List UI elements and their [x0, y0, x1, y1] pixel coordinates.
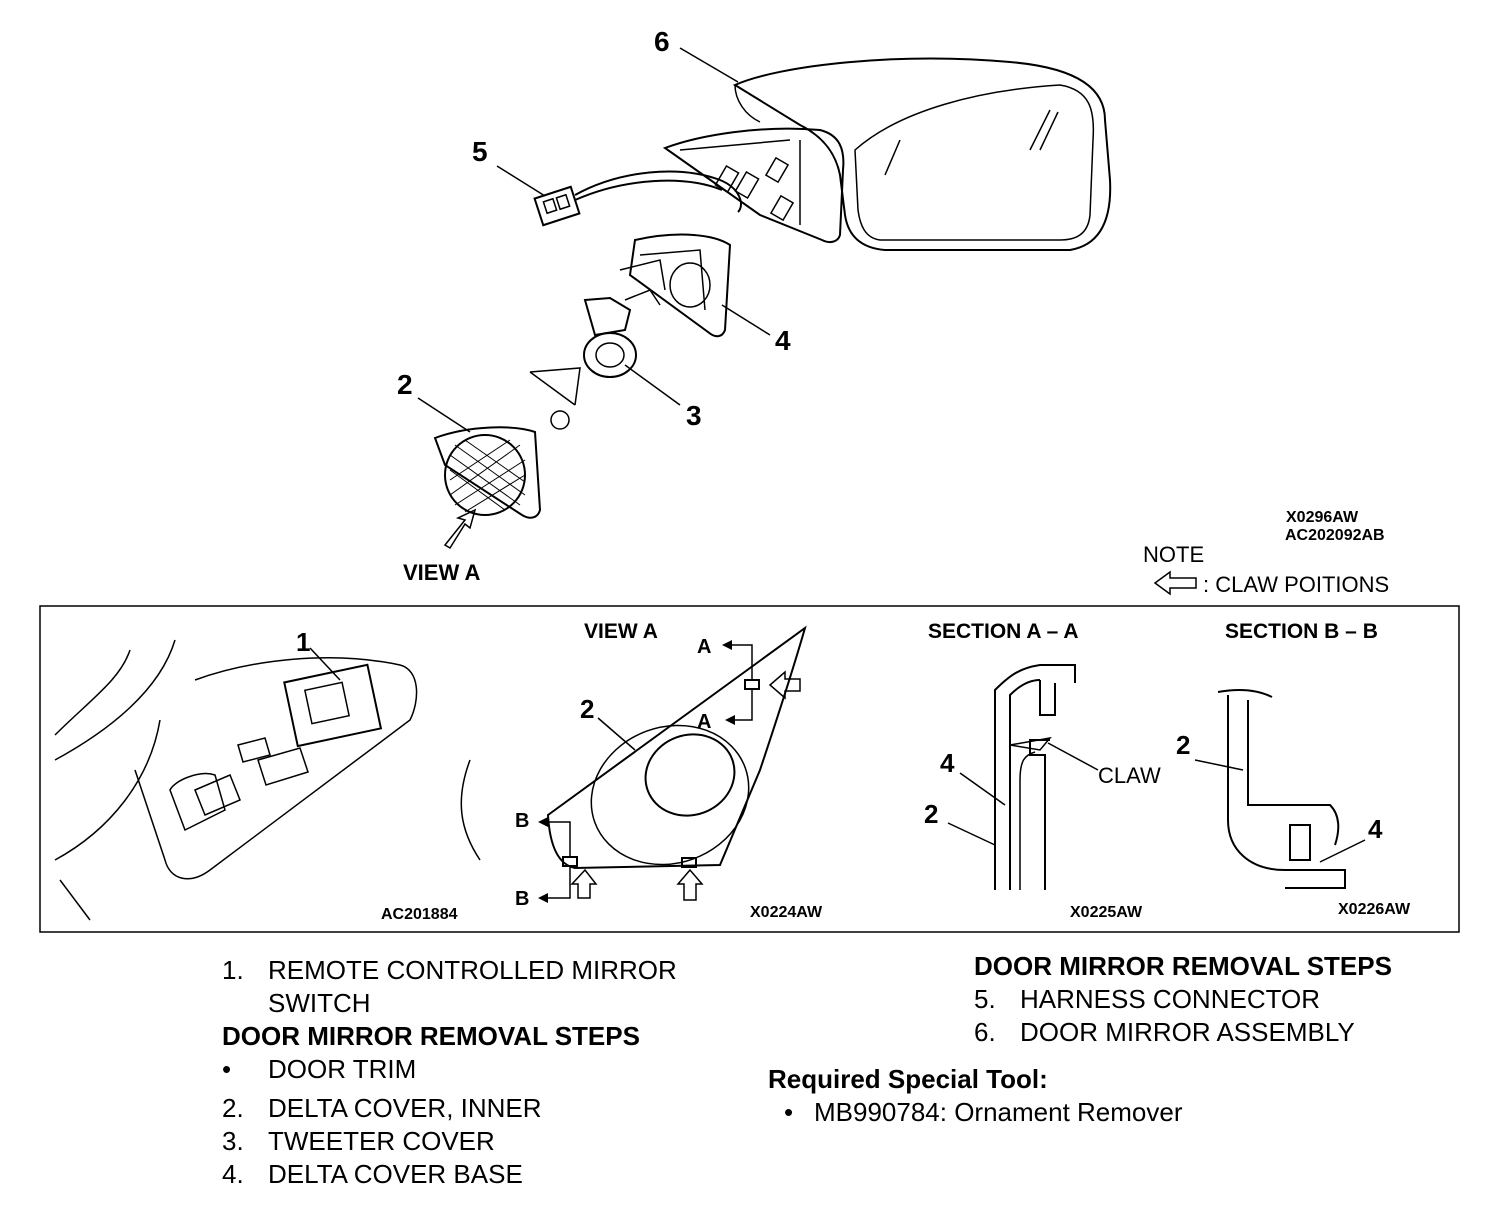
callout-6: 6: [654, 26, 670, 57]
legend-item-5: 5. HARNESS CONNECTOR: [974, 983, 1392, 1016]
callout-4: 4: [775, 325, 791, 356]
harness-connector: [533, 170, 742, 227]
legend-item-1-line1: REMOTE CONTROLLED MIRROR: [268, 955, 677, 985]
legend-bullet: •: [222, 1054, 232, 1084]
section-bb-title: SECTION B – B: [1225, 620, 1378, 643]
legend-item-6-num: 6.: [974, 1017, 996, 1047]
legend-item-5-num: 5.: [974, 984, 996, 1014]
special-tool-block: Required Special Tool: • MB990784: Ornam…: [768, 1063, 1183, 1129]
callout-5: 5: [472, 136, 488, 167]
legend-item-2: 2. DELTA COVER, INNER: [222, 1092, 677, 1125]
legend-item-2-text: DELTA COVER, INNER: [268, 1093, 542, 1123]
section-a-a-detail: [947, 664, 1099, 890]
legend-item-2-num: 2.: [222, 1093, 244, 1123]
panel-view-a-title: VIEW A: [584, 620, 658, 643]
top-view-a-label: VIEW A: [403, 560, 481, 585]
section-b-b-detail: [1194, 688, 1366, 889]
section-aa-title: SECTION A – A: [928, 620, 1079, 643]
claw-label: CLAW: [1098, 763, 1161, 788]
legend-item-5-text: HARNESS CONNECTOR: [1020, 984, 1321, 1014]
leader-lines-top: [417, 47, 771, 433]
delta-cover-base: [619, 233, 732, 338]
section-aa-callout-2: 2: [924, 799, 938, 829]
delta-cover-inner: [433, 426, 542, 550]
panel-code-left: AC201884: [381, 906, 458, 923]
door-trim-switch-illustration: [54, 639, 481, 921]
section-b-bottom: B: [515, 888, 529, 910]
special-tool-bullet: •: [784, 1097, 794, 1127]
special-tool-item: • MB990784: Ornament Remover: [768, 1096, 1183, 1129]
callout-2: 2: [397, 369, 413, 400]
figure-code-1: X0296AW: [1286, 509, 1359, 526]
callout-3: 3: [686, 400, 702, 431]
panel-callout-1: 1: [296, 627, 310, 657]
legend-item-1-num: 1.: [222, 955, 244, 985]
special-tool-text: MB990784: Ornament Remover: [814, 1097, 1183, 1127]
figure-code-2: AC202092AB: [1285, 527, 1385, 544]
legend-door-trim: • DOOR TRIM: [222, 1053, 677, 1086]
special-tool-heading: Required Special Tool:: [768, 1064, 1048, 1094]
panel-callout-2-view: 2: [580, 694, 594, 724]
legend-item-3-num: 3.: [222, 1126, 244, 1156]
section-b-top: B: [515, 810, 529, 832]
claw-arrow-icon: [1153, 570, 1197, 596]
note-title: NOTE: [1143, 542, 1204, 567]
legend-item-6: 6. DOOR MIRROR ASSEMBLY: [974, 1016, 1392, 1049]
section-a-bottom: A: [697, 711, 711, 733]
panel-code-aa: X0225AW: [1070, 904, 1143, 921]
legend-item-1-line2: SWITCH: [268, 988, 371, 1018]
section-aa-callout-4: 4: [940, 748, 955, 778]
legend-left-heading: DOOR MIRROR REMOVAL STEPS: [222, 1021, 640, 1051]
legend-item-1-cont: SWITCH: [222, 987, 677, 1020]
legend-item-4: 4. DELTA COVER BASE: [222, 1158, 677, 1191]
legend-item-4-text: DELTA COVER BASE: [268, 1159, 523, 1189]
legend-item-6-text: DOOR MIRROR ASSEMBLY: [1020, 1017, 1355, 1047]
section-a-top: A: [697, 636, 711, 658]
legend-door-trim-text: DOOR TRIM: [268, 1054, 417, 1084]
legend-item-1: 1. REMOTE CONTROLLED MIRROR: [222, 954, 677, 987]
legend-left: 1. REMOTE CONTROLLED MIRROR SWITCH DOOR …: [222, 954, 677, 1191]
legend-item-3-text: TWEETER COVER: [268, 1126, 495, 1156]
view-a-detail: [538, 625, 807, 903]
tweeter-cover: [529, 289, 661, 430]
section-bb-callout-4: 4: [1368, 814, 1383, 844]
panel-code-mid: X0224AW: [750, 904, 823, 921]
section-bb-callout-2: 2: [1176, 730, 1190, 760]
legend-item-3: 3. TWEETER COVER: [222, 1125, 677, 1158]
panel-code-bb: X0226AW: [1338, 901, 1411, 918]
legend-right-heading: DOOR MIRROR REMOVAL STEPS: [974, 951, 1392, 981]
legend-right: DOOR MIRROR REMOVAL STEPS 5. HARNESS CON…: [974, 950, 1392, 1049]
note-text: : CLAW POITIONS: [1203, 572, 1389, 597]
detail-panel-frame: [39, 605, 1460, 933]
legend-item-4-num: 4.: [222, 1159, 244, 1189]
door-mirror-assembly: [662, 57, 1112, 251]
